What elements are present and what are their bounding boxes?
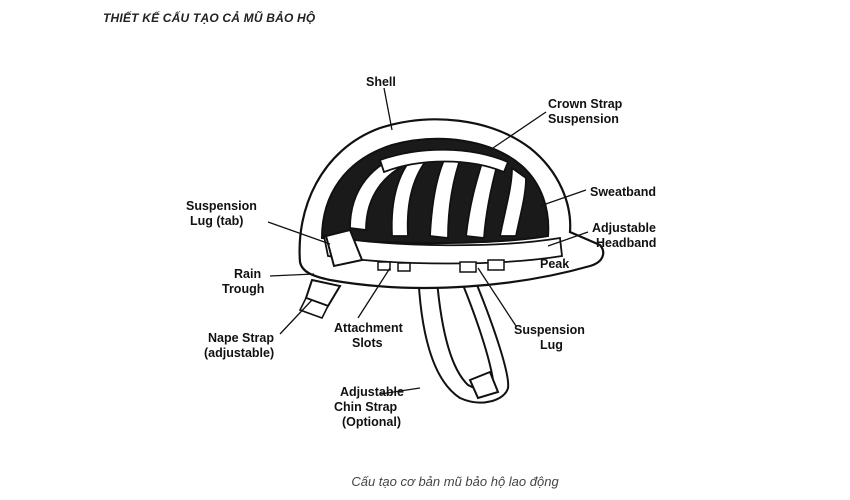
label-peak: Peak — [540, 257, 569, 271]
label-chin-strap: Adjustable Chin Strap (Optional) — [334, 385, 407, 429]
label-nape-strap: Nape Strap (adjustable) — [204, 331, 277, 360]
attachment-slots — [377, 259, 505, 273]
helmet-shell — [298, 118, 605, 319]
adjustable-headband — [322, 234, 563, 265]
label-suspension-lug: Suspension Lug — [514, 323, 588, 352]
leader-lines — [267, 87, 589, 395]
label-attachment-slots: Attachment Slots — [334, 321, 406, 350]
figure-caption: Cấu tạo cơ bản mũ bảo hộ lao động — [351, 474, 559, 489]
label-crown-strap: Crown Strap Suspension — [548, 97, 626, 126]
nape-strap — [298, 297, 330, 319]
page-title: THIẾT KẾ CẤU TẠO CẢ MŨ BẢO HỘ — [103, 11, 316, 25]
label-rain-trough: Rain Trough — [222, 267, 265, 296]
chin-strap — [416, 267, 510, 404]
label-shell: Shell — [366, 75, 396, 89]
label-suspension-lug-tab: Suspension Lug (tab) — [186, 199, 260, 228]
suspension-lug-tab — [324, 228, 364, 268]
label-adjustable-headband: Adjustable Headband — [592, 221, 659, 250]
label-sweatband: Sweatband — [590, 185, 656, 199]
crown-strap-suspension — [349, 148, 527, 240]
